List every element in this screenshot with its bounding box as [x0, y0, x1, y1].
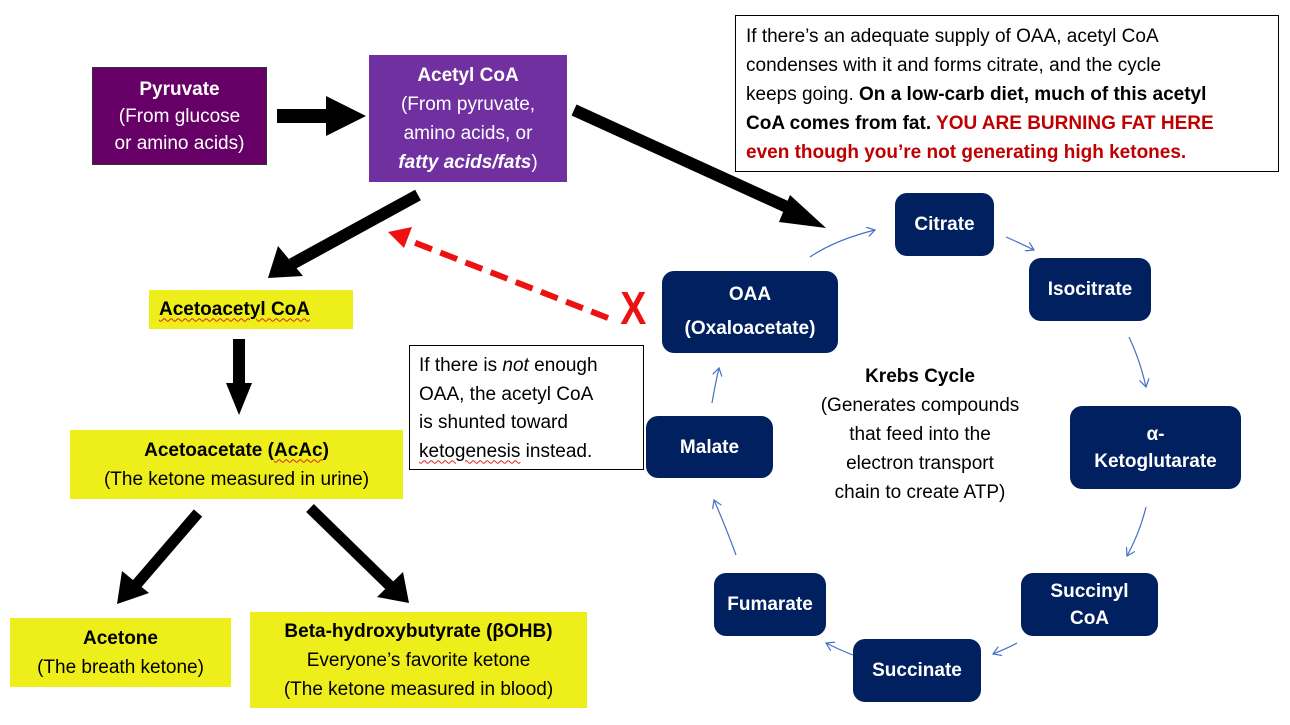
acetoacetate-title-suffix: ) — [322, 439, 329, 461]
closing-paren: ) — [531, 151, 538, 173]
acetoacetate-title: Acetoacetate (AcAc) — [144, 436, 329, 465]
bhb-title: Beta-hydroxybutyrate (βOHB) — [284, 620, 553, 642]
shunt-line1: If there is not enough — [419, 352, 634, 381]
note-line1: If there’s an adequate supply of OAA, ac… — [746, 26, 1159, 47]
fumarate-label: Fumarate — [727, 594, 813, 615]
shunt-note: If there is not enough OAA, the acetyl C… — [409, 345, 644, 470]
acetone-desc: (The breath ketone) — [37, 656, 204, 678]
krebs-cycle-title: Krebs Cycle — [865, 366, 975, 387]
note-line4: CoA comes from fat. YOU ARE BURNING FAT … — [746, 109, 1268, 138]
arrow-acetoacetyl-to-acetoacetate — [226, 339, 252, 415]
akg-label-line1: α- — [1146, 423, 1165, 445]
pyruvate-source-line1: (From glucose — [118, 105, 241, 127]
bhb-line1: Everyone’s favorite ketone — [306, 649, 531, 671]
arrow-acetyl-coa-to-acetoacetyl-coa — [268, 189, 421, 278]
acetoacetate-box: Acetoacetate (AcAc) (The ketone measured… — [70, 430, 403, 499]
bhb-box: Beta-hydroxybutyrate (βOHB) Everyone’s f… — [250, 612, 587, 708]
succinate-label: Succinate — [872, 660, 962, 681]
succinyl-label-line2: CoA — [1069, 607, 1110, 629]
shunt-line1-pre: If there is — [419, 355, 503, 376]
note-line3-plain: keeps going. — [746, 84, 860, 105]
ketogenesis-word: ketogenesis — [419, 440, 521, 462]
acetyl-coa-source-line2: amino acids, or — [403, 122, 533, 144]
blocked-x-marker: X — [620, 282, 647, 334]
acetoacetyl-coa-text: Acetoacetyl CoA — [159, 298, 310, 320]
acetoacetate-abbrev: AcAc — [273, 439, 323, 461]
acetoacetyl-coa-label: Acetoacetyl CoA — [159, 299, 310, 321]
acetyl-coa-source-line1: (From pyruvate, — [400, 93, 536, 115]
arrow-acetoacetate-to-bhb — [306, 504, 409, 603]
cycle-arrow-akg-to-succinyl — [1127, 506, 1147, 556]
krebs-desc-line2: that feed into the — [849, 424, 991, 445]
burning-fat-emphasis: YOU ARE BURNING FAT HERE — [936, 113, 1214, 134]
acetoacetate-desc: (The ketone measured in urine) — [103, 468, 370, 490]
acetone-box: Acetone (The breath ketone) — [10, 618, 231, 687]
succinyl-label-line1: Succinyl — [1050, 580, 1129, 602]
cycle-arrow-citrate-to-isocitrate — [1005, 236, 1034, 250]
acetyl-coa-source-line3: fatty acids/fats) — [398, 148, 537, 177]
krebs-desc-line3: electron transport — [846, 453, 994, 474]
krebs-node-alpha-ketoglutarate: α- Ketoglutarate — [1070, 406, 1241, 489]
krebs-desc-line4: chain to create ATP) — [834, 482, 1006, 503]
bhb-line2: (The ketone measured in blood) — [283, 678, 554, 700]
shunt-line4: ketogenesis instead. — [419, 438, 634, 467]
pyruvate-source-line2: or amino acids) — [114, 132, 245, 154]
pyruvate-box: Pyruvate (From glucose or amino acids) — [92, 67, 267, 165]
note-line3: keeps going. On a low-carb diet, much of… — [746, 80, 1268, 109]
oaa-label-line1: OAA — [728, 284, 772, 305]
acetyl-coa-title: Acetyl CoA — [417, 64, 519, 86]
cycle-arrow-malate-to-oaa — [711, 368, 719, 404]
acetoacetate-title-prefix: Acetoacetate ( — [144, 439, 274, 461]
acetoacetyl-coa-box: Acetoacetyl CoA — [149, 290, 353, 329]
acetyl-coa-box: Acetyl CoA (From pyruvate, amino acids, … — [369, 55, 567, 182]
shunt-line2: OAA, the acetyl CoA — [419, 383, 594, 405]
note-line3-bold: On a low-carb diet, much of this acetyl — [859, 84, 1207, 105]
krebs-node-isocitrate: Isocitrate — [1029, 258, 1151, 321]
citrate-label: Citrate — [914, 214, 975, 235]
cycle-arrow-oaa-to-citrate — [809, 230, 875, 258]
isocitrate-label: Isocitrate — [1047, 279, 1133, 300]
cycle-arrow-succinate-to-fumarate — [826, 643, 854, 656]
krebs-cycle-description: Krebs Cycle (Generates compounds that fe… — [795, 362, 1045, 512]
adequate-oaa-note: If there’s an adequate supply of OAA, ac… — [735, 15, 1279, 172]
krebs-node-citrate: Citrate — [895, 193, 994, 256]
akg-label-line2: Ketoglutarate — [1094, 450, 1217, 472]
arrow-acetyl-coa-to-citrate — [571, 104, 826, 228]
shunt-line4-rest: instead. — [520, 440, 593, 462]
malate-label: Malate — [679, 436, 740, 458]
cycle-arrow-succinyl-to-succinate — [993, 642, 1018, 654]
fatty-acids-emphasis: fatty acids/fats — [398, 151, 532, 173]
cycle-arrow-isocitrate-to-akg — [1128, 336, 1146, 387]
krebs-desc-line1: (Generates compounds — [820, 395, 1020, 416]
krebs-node-fumarate: Fumarate — [714, 573, 826, 636]
pyruvate-title: Pyruvate — [139, 78, 220, 100]
krebs-node-succinate: Succinate — [853, 639, 981, 702]
oaa-label-line2: (Oxaloacetate) — [684, 318, 816, 339]
krebs-node-succinyl-coa: Succinyl CoA — [1021, 573, 1158, 636]
note-line4-bold: CoA comes from fat. — [746, 113, 937, 134]
shunt-line3: is shunted toward — [419, 412, 568, 433]
shunt-not-emphasis: not — [502, 355, 529, 376]
arrow-shunt-to-ketogenesis — [388, 227, 610, 321]
acetone-title: Acetone — [83, 627, 158, 649]
note-line5: even though you’re not generating high k… — [746, 142, 1187, 163]
krebs-node-malate: Malate — [646, 416, 773, 478]
krebs-node-oaa: OAA (Oxaloacetate) — [662, 271, 838, 353]
cycle-arrow-fumarate-to-malate — [714, 500, 737, 556]
arrow-acetoacetate-to-acetone — [117, 509, 203, 604]
arrow-pyruvate-to-acetyl-coa — [277, 96, 366, 136]
note-line2: condenses with it and forms citrate, and… — [746, 55, 1162, 76]
shunt-line1-post: enough — [528, 355, 598, 376]
